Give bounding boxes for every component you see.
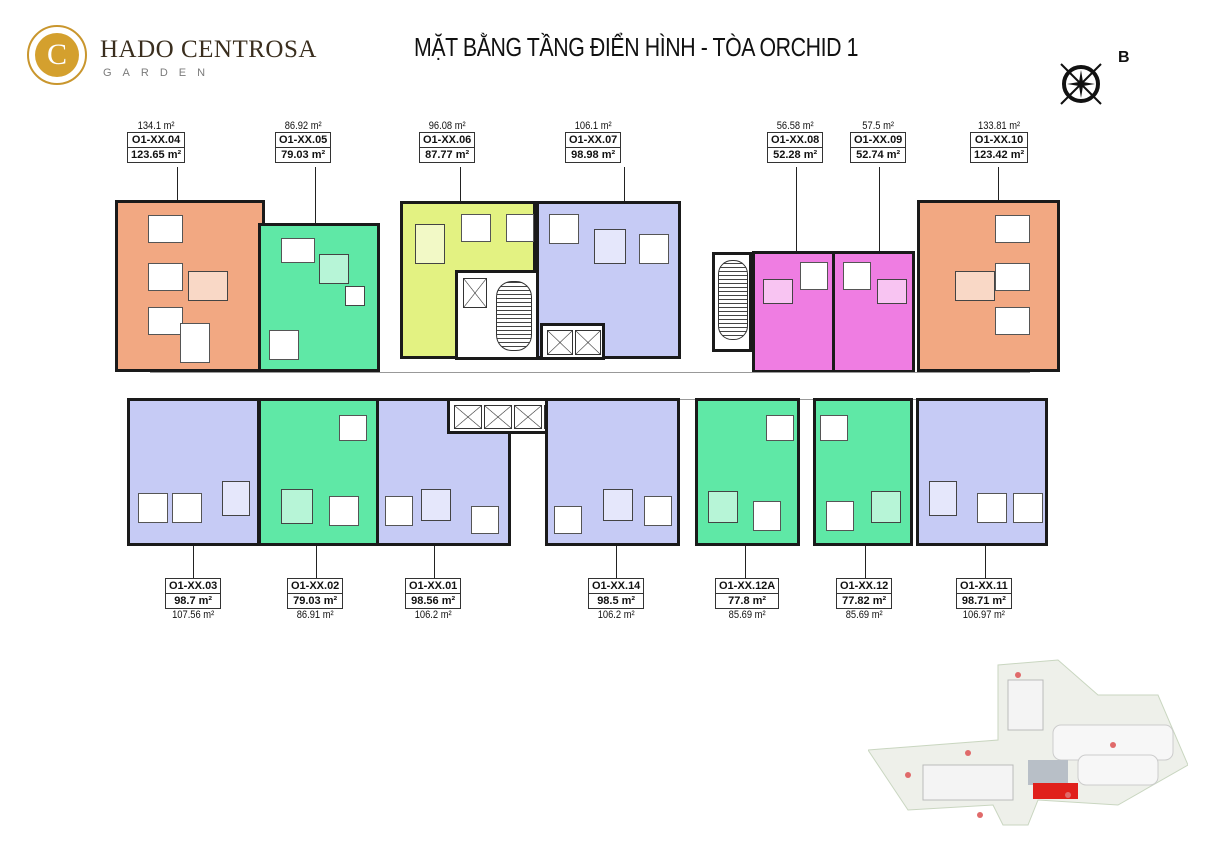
brand-name: HADO CENTROSA xyxy=(100,36,317,63)
lift-core-top xyxy=(540,323,605,360)
unit-o1-xx-09[interactable] xyxy=(832,251,915,373)
brand-subtitle: GARDEN xyxy=(103,67,217,79)
unit-o1-xx-11[interactable] xyxy=(916,398,1048,546)
unit-o1-xx-10[interactable] xyxy=(917,200,1060,372)
unit-o1-xx-08[interactable] xyxy=(752,251,835,373)
compass-rose-icon xyxy=(1060,63,1102,105)
unit-o1-xx-05[interactable] xyxy=(258,223,380,372)
unit-o1-xx-03[interactable] xyxy=(127,398,260,546)
unit-o1-xx-14[interactable] xyxy=(545,398,680,546)
brand-logo-icon: C xyxy=(27,25,87,85)
site-map-thumbnail xyxy=(868,659,1188,826)
unit-o1-xx-02[interactable] xyxy=(258,398,380,546)
compass-north-label: B xyxy=(1118,49,1130,66)
corridor xyxy=(150,372,1030,400)
stair-core-1 xyxy=(455,270,540,360)
stair-core-2 xyxy=(712,252,752,352)
orchid-1-highlight xyxy=(1033,783,1078,799)
unit-o1-xx-12[interactable] xyxy=(813,398,913,546)
page-title: MẶT BẰNG TẦNG ĐIỂN HÌNH - TÒA ORCHID 1 xyxy=(414,32,859,62)
unit-o1-xx-12a[interactable] xyxy=(695,398,800,546)
unit-o1-xx-04[interactable] xyxy=(115,200,265,372)
unit-o1-xx-01[interactable] xyxy=(376,398,511,546)
